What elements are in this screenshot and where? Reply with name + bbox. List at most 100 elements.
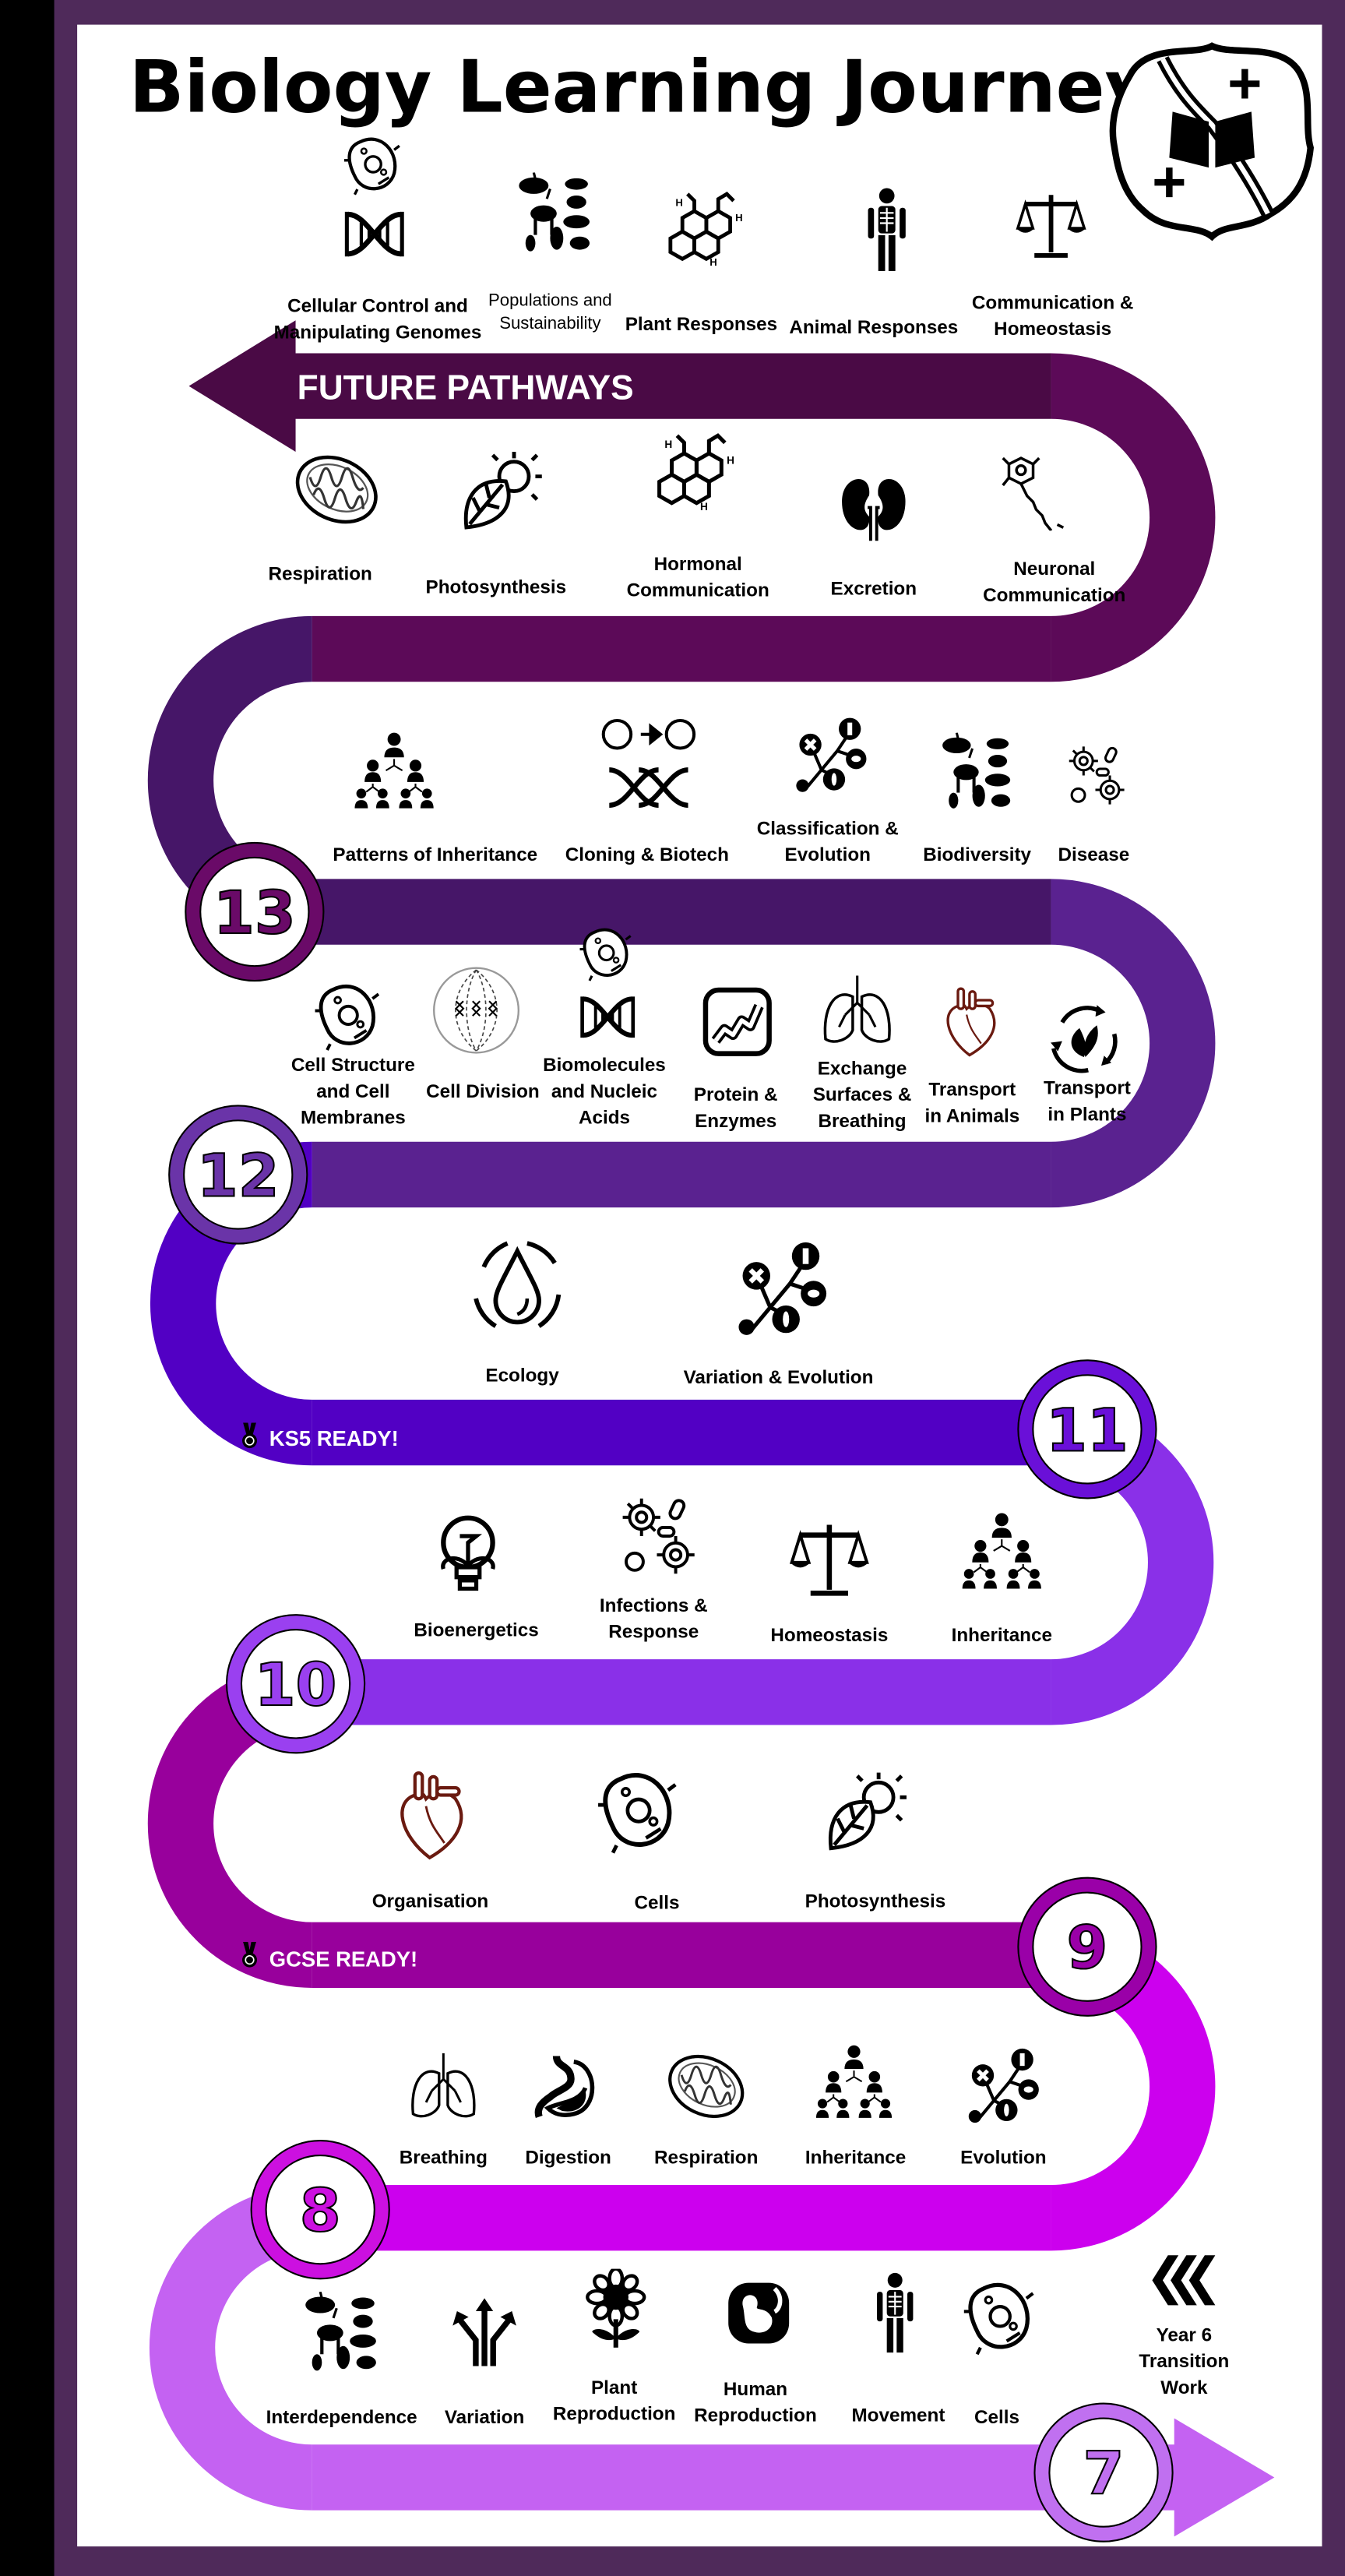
gcse-ready-label: GCSE READY! <box>269 1947 417 1972</box>
topic-item: Cells <box>598 1775 679 1914</box>
year-badge-10: 10 <box>225 1614 366 1754</box>
topic-item: Movement <box>851 2271 945 2426</box>
topic-label: Plant Responses <box>625 314 777 335</box>
year-badge-9: 9 <box>1017 1876 1157 2017</box>
left-black-strip <box>0 0 55 2576</box>
topic-label: in Animals <box>924 1105 1019 1126</box>
topic-label: Infections & <box>600 1595 708 1616</box>
topic-item: Breathing <box>400 2052 488 2169</box>
year-badge-13: 13 <box>185 841 325 982</box>
protein-icon <box>706 990 769 1054</box>
year-badge-8: 8 <box>250 2140 390 2280</box>
topic-label: Surfaces & <box>813 1084 912 1105</box>
topic-label: Digestion <box>525 2148 611 2169</box>
topic-item: Disease <box>1058 745 1130 865</box>
topic-label: Cell Division <box>426 1081 540 1102</box>
topic-item: Classification & Evolution <box>757 718 899 865</box>
topic-label: Interdependence <box>266 2407 417 2428</box>
topic-label: and Cell <box>316 1081 389 1102</box>
topic-label: Breathing <box>400 2148 488 2169</box>
topic-label: Variation & Evolution <box>684 1367 874 1388</box>
topic-item: Ecology <box>476 1243 559 1387</box>
year-badge-11: 11 <box>1017 1359 1157 1499</box>
topic-item: Respiration <box>654 2046 758 2169</box>
topic-label: Ecology <box>485 1366 559 1387</box>
topic-item: Photosynthesis <box>426 452 567 597</box>
topic-label: Populations and <box>488 290 612 309</box>
topic-label: Response <box>608 1622 699 1643</box>
topic-label: Cellular Control and <box>287 296 468 317</box>
topic-item: Protein &Enzymes <box>694 990 778 1132</box>
topic-label: Patterns of Inheritance <box>333 844 537 865</box>
topic-label: and Nucleic <box>551 1081 657 1102</box>
track-arrow-end <box>1174 2418 1275 2537</box>
topic-item: Patterns of Inheritance <box>333 731 537 865</box>
topic-label: Photosynthesis <box>426 576 567 597</box>
topic-item: Homeostasis <box>770 1525 888 1646</box>
topic-label: Cells <box>974 2407 1019 2428</box>
topic-label: Transition <box>1139 2351 1229 2372</box>
school-logo <box>1109 42 1314 241</box>
topic-label: Homeostasis <box>994 319 1111 340</box>
topic-label: Animal Responses <box>789 317 958 338</box>
topic-item: Respiration <box>268 445 386 584</box>
topic-label: Reproduction <box>553 2404 676 2425</box>
topic-label: Cell Structure <box>291 1055 415 1076</box>
topic-label: Homeostasis <box>770 1625 888 1646</box>
topic-label: Communication <box>627 580 769 601</box>
future-pathways-label: FUTURE PATHWAYS <box>298 368 634 407</box>
topic-label: Protein & <box>694 1084 778 1105</box>
topic-item: Cloning & Biotech <box>565 721 729 865</box>
year-number: 10 <box>255 1651 337 1719</box>
topic-item: Inheritance <box>952 1512 1052 1646</box>
topic-item: Cell Division <box>426 967 540 1102</box>
topic-label: Manipulating Genomes <box>274 322 482 343</box>
topic-item: Photosynthesis <box>805 1773 945 1912</box>
track-curve <box>1050 879 1216 1208</box>
topic-label: Membranes <box>301 1108 406 1129</box>
topic-label: Organisation <box>372 1891 489 1912</box>
topic-item: Communication &Homeostasis <box>972 195 1133 340</box>
topic-label: Classification & <box>757 818 899 839</box>
topic-label: Reproduction <box>694 2405 817 2426</box>
topic-item: Animal Responses <box>789 187 958 338</box>
topic-label: Inheritance <box>952 1625 1052 1646</box>
topic-item: Biodiversity <box>923 732 1032 865</box>
topic-item: Digestion <box>525 2056 611 2169</box>
year-number: 8 <box>300 2176 341 2245</box>
topic-label: Biodiversity <box>923 844 1031 865</box>
topic-item: Excretion <box>831 477 917 599</box>
embryo-icon <box>728 2283 789 2344</box>
topic-label: Bioenergetics <box>414 1620 538 1641</box>
ks5-ready-banner: KS5 READY! <box>241 1422 399 1450</box>
year-badge-7: 7 <box>1033 2402 1174 2543</box>
topic-item: Bioenergetics <box>414 1518 539 1641</box>
topic-item: Evolution <box>960 2049 1047 2169</box>
topic-label: Year 6 <box>1157 2324 1212 2345</box>
topic-label: Respiration <box>654 2148 758 2169</box>
topic-label: Cells <box>634 1893 679 1914</box>
future-pathways-banner: FUTURE PATHWAYS <box>298 368 634 407</box>
track-arrow-start <box>188 320 296 452</box>
topic-label: Exchange <box>818 1058 907 1079</box>
topic-label: Acids <box>579 1108 630 1129</box>
topic-label: Excretion <box>831 578 917 599</box>
topic-label: Evolution <box>785 844 871 865</box>
topic-label: Variation <box>445 2407 524 2428</box>
topic-label: Transport <box>928 1080 1016 1101</box>
topic-item: Infections & Response <box>600 1496 708 1643</box>
topic-label: Disease <box>1058 844 1130 865</box>
topic-label: Human <box>724 2379 787 2400</box>
